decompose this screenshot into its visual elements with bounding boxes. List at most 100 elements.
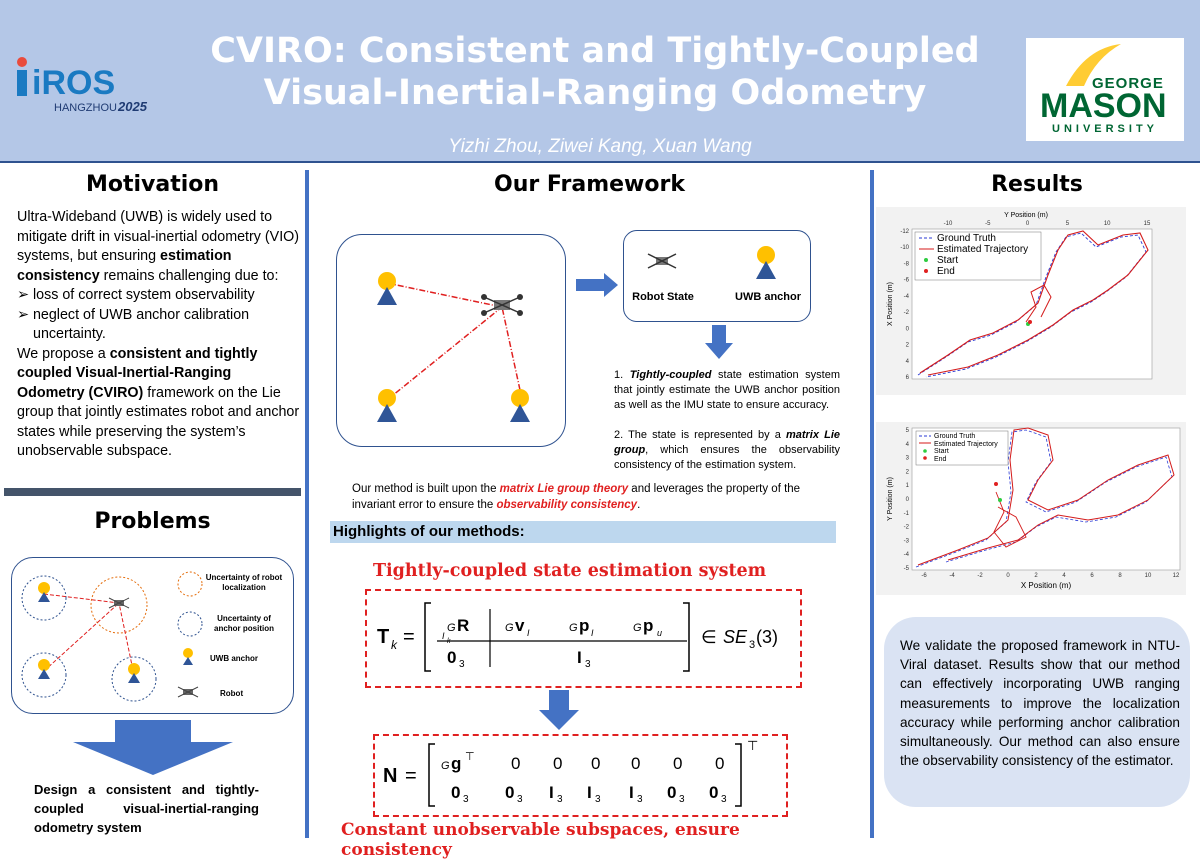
svg-text:3: 3 — [517, 794, 523, 805]
p2yt-tick: 3 — [906, 456, 910, 462]
iros-city: HANGZHOU — [54, 102, 117, 114]
plot2-xlabel: X Position (m) — [1021, 581, 1072, 590]
svg-text:3: 3 — [749, 639, 755, 651]
motivation-p1: Ultra-Wideband (UWB) is widely used to m… — [17, 209, 300, 284]
svg-text:3: 3 — [679, 794, 685, 805]
column-divider-right — [870, 170, 874, 838]
robot-legend-icon — [177, 686, 199, 698]
svg-text:⊤: ⊤ — [747, 738, 758, 753]
svg-text:I: I — [549, 783, 554, 802]
framework-point-2: 2. The state is represented by a matrix … — [614, 429, 840, 471]
p2xt-tick: 4 — [1062, 573, 1066, 579]
motivation-bullet-2: ➢ neglect of UWB anchor calibration unce… — [17, 306, 250, 343]
svg-text:I: I — [442, 631, 445, 641]
gmu-flame-icon — [1066, 44, 1121, 86]
p1yt-tick: -8 — [904, 261, 910, 267]
svg-text:∈: ∈ — [701, 627, 717, 647]
problems-conclusion: Design a consistent and tightly-coupled … — [34, 782, 259, 835]
p1xt-tick: -5 — [985, 221, 991, 227]
svg-text:p: p — [643, 616, 653, 635]
svg-text:k: k — [391, 638, 398, 652]
p2yt-tick: -3 — [904, 538, 910, 544]
p2xt-tick: 12 — [1173, 573, 1180, 579]
framework-heading: Our Framework — [494, 172, 685, 197]
uwb-anchor-label: UWB anchor — [735, 291, 801, 303]
drone-icon — [481, 294, 523, 316]
p2yt-tick: 1 — [906, 483, 910, 489]
svg-text:N: N — [383, 765, 397, 787]
p2yt-tick: -1 — [904, 511, 910, 517]
plot2-ylabel: Y Position (m) — [887, 477, 894, 521]
svg-text:0: 0 — [591, 754, 600, 773]
svg-text:T: T — [377, 626, 389, 648]
svg-text:SE: SE — [723, 627, 748, 647]
svg-text:0: 0 — [631, 754, 640, 773]
poster-header — [0, 0, 1200, 163]
svg-text:0: 0 — [673, 754, 682, 773]
problems-diagram — [11, 557, 294, 714]
p1xt-tick: 15 — [1144, 221, 1151, 227]
down-arrow-small-icon — [705, 325, 733, 359]
p2yt-tick: -2 — [904, 525, 910, 531]
svg-text:3: 3 — [637, 794, 643, 805]
svg-text:0: 0 — [709, 783, 718, 802]
gmu-line2: MASON — [1040, 87, 1167, 125]
svg-text:G: G — [633, 622, 642, 634]
p2xt-tick: 6 — [1090, 573, 1094, 579]
svg-text:g: g — [451, 754, 461, 773]
svg-text:I: I — [587, 783, 592, 802]
column-divider-left — [305, 170, 309, 838]
title-line-2: Visual-Inertial-Ranging Odometry — [263, 73, 927, 113]
plot2-legend-gt: Ground Truth — [934, 433, 975, 440]
iros-logo-text: iROS — [32, 64, 115, 102]
down-arrow-medium-icon — [539, 690, 579, 730]
plot2-legend-end: End — [934, 456, 947, 463]
p2xt-tick: -2 — [977, 573, 983, 579]
p2yt-tick: -5 — [904, 566, 910, 572]
problems-heading: Problems — [94, 509, 211, 534]
svg-text:=: = — [405, 765, 417, 787]
p1xt-tick: 5 — [1066, 221, 1070, 227]
svg-text:3: 3 — [459, 659, 465, 670]
svg-text:3: 3 — [463, 794, 469, 805]
p2yt-tick: 0 — [906, 497, 910, 503]
svg-text:G: G — [447, 622, 456, 634]
svg-text:I: I — [629, 783, 634, 802]
svg-text:0: 0 — [553, 754, 562, 773]
svg-text:I: I — [591, 628, 594, 638]
gmu-logo: GEORGE MASON UNIVERSITY — [1026, 38, 1184, 141]
p2xt-tick: 10 — [1145, 573, 1152, 579]
svg-text:R: R — [457, 616, 469, 635]
p1xt-tick: 10 — [1104, 221, 1111, 227]
p2xt-tick: -6 — [921, 573, 927, 579]
svg-text:G: G — [441, 760, 450, 772]
results-text: We validate the proposed framework in NT… — [900, 638, 1180, 769]
plot1-legend-gt: Ground Truth — [937, 233, 996, 244]
motivation-heading: Motivation — [85, 172, 220, 197]
p1xt-tick: 0 — [1026, 221, 1030, 227]
p2xt-tick: 0 — [1006, 573, 1010, 579]
p2yt-tick: 5 — [906, 428, 910, 434]
unobservable-title: Constant unobservable subspaces, ensure … — [341, 820, 740, 860]
svg-text:v: v — [515, 616, 525, 635]
svg-text:I: I — [577, 648, 582, 667]
plot1-ylabel: X Position (m) — [887, 282, 894, 326]
svg-text:p: p — [579, 616, 589, 635]
p2xt-tick: 8 — [1118, 573, 1122, 579]
robot-icon — [108, 597, 130, 609]
motivation-text: Ultra-Wideband (UWB) is widely used to m… — [17, 208, 302, 462]
p2yt-tick: 2 — [906, 469, 910, 475]
iros-year: 2025 — [117, 99, 148, 114]
svg-text:G: G — [505, 622, 514, 634]
svg-text:=: = — [403, 626, 415, 648]
section-separator — [4, 488, 301, 496]
title-line-1: CVIRO: Consistent and Tightly-Coupled — [210, 31, 980, 71]
svg-text:0: 0 — [451, 783, 460, 802]
svg-text:3: 3 — [585, 659, 591, 670]
highlights-bar: Highlights of our methods: — [330, 521, 836, 543]
state-matrix-box: T k = G R I k G v I G p I G p u 0 3 I 3 … — [365, 589, 802, 688]
svg-text:⊤: ⊤ — [465, 751, 475, 763]
framework-diagram — [336, 234, 566, 447]
